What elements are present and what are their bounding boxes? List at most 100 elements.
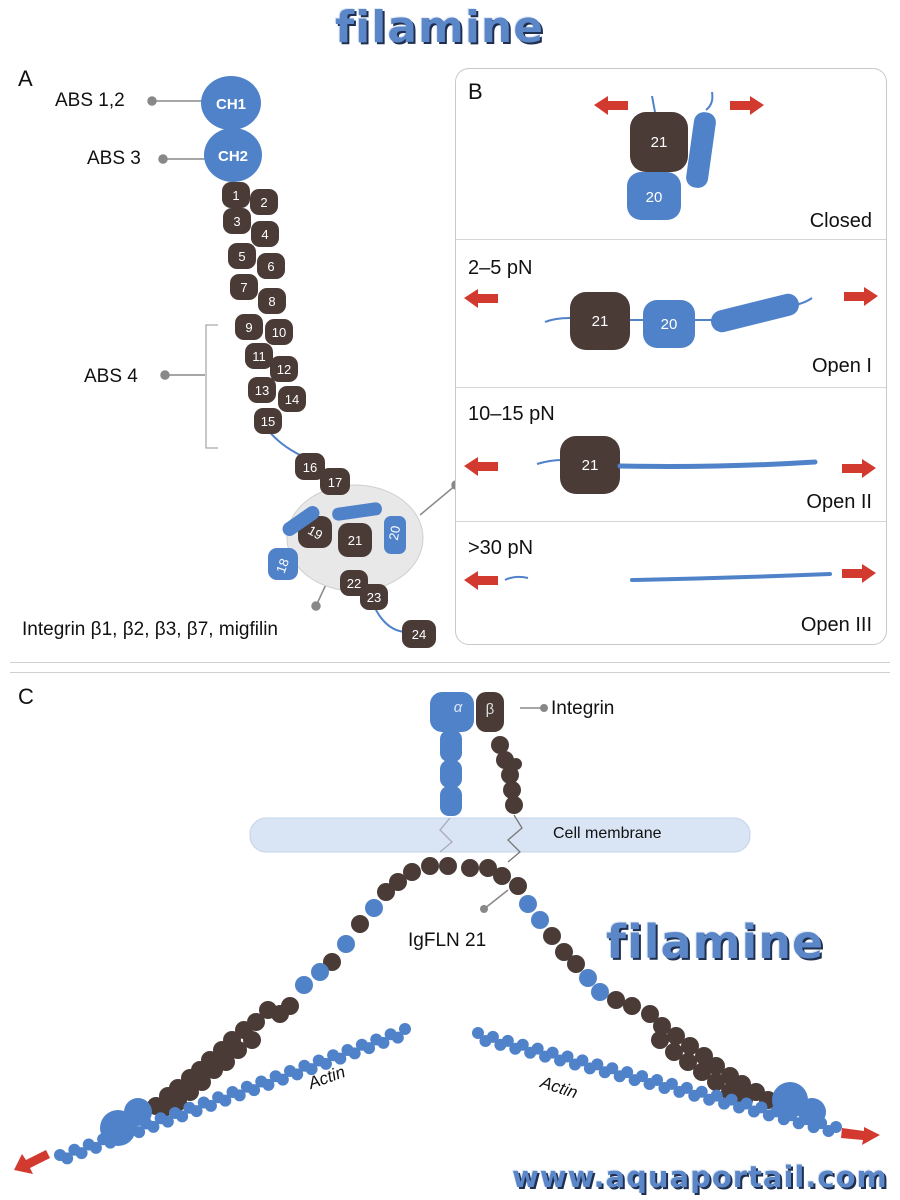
filamin-left-domain bbox=[365, 899, 383, 917]
actin-right-bead bbox=[695, 1085, 708, 1098]
actin-left-bead bbox=[61, 1152, 74, 1165]
repeat-9-label: 9 bbox=[245, 320, 252, 335]
repeat-13-label: 13 bbox=[255, 383, 269, 398]
force-1: 2–5 pN bbox=[468, 257, 533, 279]
actin-right-bead bbox=[531, 1042, 544, 1055]
actin-left-bead bbox=[319, 1057, 332, 1070]
actin-filament-right bbox=[472, 1027, 842, 1138]
actin-left-bead bbox=[133, 1126, 146, 1139]
filamin-right-domain bbox=[641, 1005, 659, 1023]
watermark-title: filamine bbox=[335, 2, 545, 53]
actin-right-bead bbox=[561, 1050, 574, 1063]
repeat-21-label: 21 bbox=[348, 533, 362, 548]
actin-left-bead bbox=[190, 1105, 203, 1118]
force-3: >30 pN bbox=[468, 537, 534, 559]
ch1-text: CH1 bbox=[216, 96, 246, 113]
actin-right-bead bbox=[785, 1109, 798, 1122]
panel-b-label: B bbox=[468, 79, 483, 104]
filamin-right-domain bbox=[679, 1053, 697, 1071]
filamin-left-domain bbox=[403, 863, 421, 881]
filamin-right-domain bbox=[665, 1043, 683, 1061]
integrin-alpha bbox=[430, 692, 474, 816]
filamin-right-domain bbox=[555, 943, 573, 961]
actin-right-bead bbox=[815, 1117, 828, 1130]
beta-text: β bbox=[486, 701, 495, 718]
filamin-left-domain bbox=[193, 1073, 211, 1091]
actin-right-bead bbox=[606, 1062, 619, 1075]
actin-right-bead bbox=[665, 1077, 678, 1090]
repeat-5-label: 5 bbox=[238, 249, 245, 264]
actin-left-bead bbox=[89, 1141, 102, 1154]
filamin-left-domain bbox=[229, 1041, 247, 1059]
filamin-left-arm bbox=[100, 857, 457, 1146]
actin-left-bead bbox=[363, 1042, 376, 1055]
filamin-left-domain bbox=[243, 1031, 261, 1049]
cell-membrane bbox=[249, 817, 751, 853]
actin-right-bead bbox=[740, 1097, 753, 1110]
repeat-17-label: 17 bbox=[328, 475, 342, 490]
integrin-binders-label: Integrin β1, β2, β3, β7, migfilin bbox=[22, 619, 278, 640]
actin-right-bead bbox=[621, 1066, 634, 1079]
filamin-left-domain bbox=[439, 857, 457, 875]
alpha-text: α bbox=[454, 699, 463, 716]
filamin-right-domain bbox=[707, 1073, 725, 1091]
repeat-10-label: 10 bbox=[272, 325, 286, 340]
abs12-label: ABS 1,2 bbox=[55, 90, 125, 111]
filamin-right-domain bbox=[479, 859, 497, 877]
repeat-19-label: 19 bbox=[305, 522, 325, 542]
arrow-bottom-right bbox=[841, 1127, 880, 1145]
filamin-left-domain bbox=[205, 1061, 223, 1079]
filamin-right-domain bbox=[531, 911, 549, 929]
panel-b-divider-3 bbox=[456, 521, 886, 522]
repeat-20-label: 20 bbox=[386, 524, 403, 541]
filamin-right-domain bbox=[519, 895, 537, 913]
filamin-right-domain bbox=[623, 997, 641, 1015]
state-open-2: Open II bbox=[806, 491, 872, 513]
ch2-text: CH2 bbox=[218, 148, 248, 165]
integrin-beta bbox=[476, 692, 523, 814]
repeat-4-label: 4 bbox=[261, 227, 268, 242]
filamin-left-domain bbox=[337, 935, 355, 953]
panel-b-divider-2 bbox=[456, 387, 886, 388]
filamin-left-domain bbox=[295, 976, 313, 994]
watermark-mid: filamine bbox=[606, 915, 825, 969]
repeat-22-label: 22 bbox=[347, 576, 361, 591]
panel-c-label: C bbox=[18, 684, 34, 709]
integrin-label: Integrin bbox=[551, 698, 615, 719]
igfln21-label: IgFLN 21 bbox=[408, 930, 487, 951]
filamin-right-domain bbox=[579, 969, 597, 987]
repeat-18-label: 18 bbox=[273, 556, 292, 575]
repeat-15-label: 15 bbox=[261, 414, 275, 429]
actin-left-bead bbox=[104, 1136, 117, 1149]
actin-right-bead bbox=[472, 1027, 484, 1039]
filamin-left-domain bbox=[389, 873, 407, 891]
repeat-1-label: 1 bbox=[232, 188, 239, 203]
abs3-label: ABS 3 bbox=[87, 148, 141, 169]
repeat-11-label: 11 bbox=[252, 349, 266, 364]
actin-left-bead bbox=[219, 1094, 232, 1107]
actin-right-bead bbox=[755, 1101, 768, 1114]
actin-left-bead bbox=[348, 1047, 361, 1060]
filamin-left-domain bbox=[421, 857, 439, 875]
filamin-left-domain bbox=[181, 1083, 199, 1101]
force-arrows bbox=[464, 96, 878, 590]
filamin-right-domain bbox=[461, 859, 479, 877]
filamin-right-domain bbox=[543, 927, 561, 945]
filamin-left-domain bbox=[351, 915, 369, 933]
actin-left-bead bbox=[276, 1073, 289, 1086]
filamin-right-domain bbox=[667, 1027, 685, 1045]
actin-left-bead bbox=[334, 1052, 347, 1065]
actin-right-bead bbox=[710, 1089, 723, 1102]
actin-right-bead bbox=[546, 1046, 559, 1059]
separator-top bbox=[10, 662, 890, 663]
repeat-24-label: 24 bbox=[412, 627, 426, 642]
actin-right-bead bbox=[770, 1105, 783, 1118]
actin-right-bead bbox=[501, 1034, 514, 1047]
ch1-domain bbox=[201, 76, 261, 130]
filamin-right-domain bbox=[651, 1031, 669, 1049]
filamin-right-domain bbox=[567, 955, 585, 973]
actin-right-bead bbox=[651, 1074, 663, 1086]
open1-20: 20 bbox=[661, 316, 678, 333]
